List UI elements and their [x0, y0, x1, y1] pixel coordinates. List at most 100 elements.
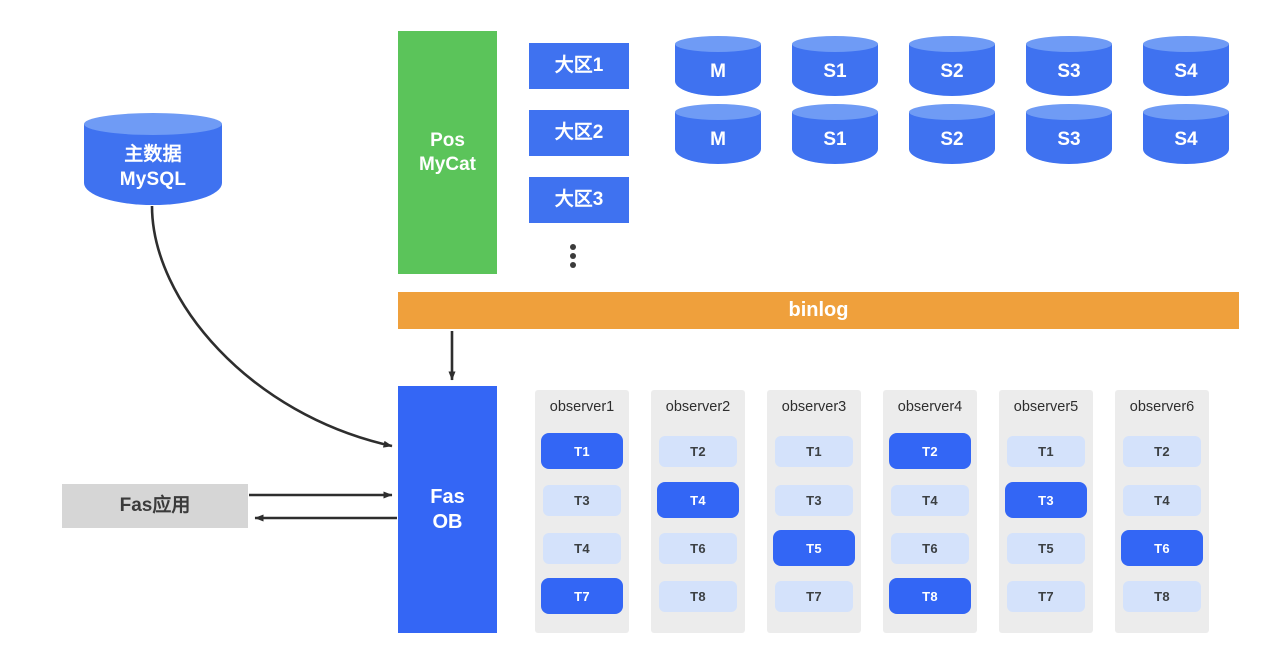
node-cylinder-r1-s4[interactable]: S4: [1143, 36, 1229, 96]
vertical-ellipsis-icon: [569, 244, 577, 268]
observer-title: observer6: [1129, 399, 1195, 415]
node-label: S2: [940, 61, 964, 82]
node-cylinder-r2-s2[interactable]: S2: [909, 104, 995, 164]
tile[interactable]: T8: [659, 580, 737, 612]
fas-application-box[interactable]: Fas应用: [62, 484, 248, 528]
region-label: 大区3: [554, 189, 604, 211]
tile-slot: T6: [651, 524, 745, 572]
tile-slot: T8: [883, 572, 977, 620]
node-cylinder-r1-m[interactable]: M: [675, 36, 761, 96]
fas-application-label: Fas应用: [119, 495, 191, 517]
region-box-2[interactable]: 大区2: [529, 110, 629, 156]
cylinder-top-ellipse: [1026, 36, 1112, 52]
tile-slot: T2: [883, 427, 977, 475]
tile-slot: T3: [999, 476, 1093, 524]
tile[interactable]: T4: [891, 484, 969, 516]
tile-slot: T1: [999, 427, 1093, 475]
cylinder-top-ellipse: [675, 104, 761, 120]
cylinder-body: [909, 44, 995, 96]
node-label: S3: [1057, 129, 1081, 150]
node-cylinder-r2-s1[interactable]: S1: [792, 104, 878, 164]
tile[interactable]: T7: [1007, 580, 1085, 612]
node-cylinder-r1-s1[interactable]: S1: [792, 36, 878, 96]
tile-slot: T8: [1115, 572, 1209, 620]
tile[interactable]: T3: [1005, 482, 1087, 518]
observer-column-3[interactable]: observer3 T1 T3 T5 T7: [767, 390, 861, 633]
tile[interactable]: T7: [775, 580, 853, 612]
master-database-label: 主数据 MySQL: [84, 135, 222, 201]
tile[interactable]: T8: [889, 578, 971, 614]
tile-slot: T5: [767, 524, 861, 572]
region-box-1[interactable]: 大区1: [529, 43, 629, 89]
tile[interactable]: T3: [775, 484, 853, 516]
cylinder-body: [1143, 112, 1229, 164]
observer-title: observer2: [665, 399, 731, 415]
tile[interactable]: T5: [1007, 532, 1085, 564]
cylinder-body: [792, 44, 878, 96]
cylinder-body: [1143, 44, 1229, 96]
region-label: 大区1: [554, 55, 604, 77]
observer-column-2[interactable]: observer2 T2 T4 T6 T8: [651, 390, 745, 633]
tile[interactable]: T1: [541, 433, 623, 469]
tile[interactable]: T2: [1123, 435, 1201, 467]
tile[interactable]: T2: [659, 435, 737, 467]
observer-title: observer4: [897, 399, 963, 415]
tile[interactable]: T7: [541, 578, 623, 614]
tile[interactable]: T4: [543, 532, 621, 564]
tile[interactable]: T5: [773, 530, 855, 566]
master-database-label-line1: 主数据: [124, 144, 182, 166]
observer-column-5[interactable]: observer5 T1 T3 T5 T7: [999, 390, 1093, 633]
tile-slot: T7: [535, 572, 629, 620]
tile-slot: T6: [883, 524, 977, 572]
cylinder-body: [675, 44, 761, 96]
cylinder-body: [675, 112, 761, 164]
tile[interactable]: T6: [1121, 530, 1203, 566]
node-cylinder-r1-s3[interactable]: S3: [1026, 36, 1112, 96]
fas-ob-block[interactable]: Fas OB: [398, 386, 497, 633]
cylinder-body: [909, 112, 995, 164]
cylinder-top-ellipse: [792, 104, 878, 120]
region-box-3[interactable]: 大区3: [529, 177, 629, 223]
cylinder-top-ellipse: [792, 36, 878, 52]
tile-slot: T3: [767, 476, 861, 524]
cylinder-top-ellipse: [909, 36, 995, 52]
pos-mycat-block[interactable]: Pos MyCat: [398, 31, 497, 274]
binlog-label: binlog: [788, 299, 849, 322]
cylinder-body: [84, 124, 222, 205]
tile[interactable]: T2: [889, 433, 971, 469]
tile[interactable]: T1: [1007, 435, 1085, 467]
tile[interactable]: T4: [657, 482, 739, 518]
node-label: S1: [823, 129, 847, 150]
tile-slot: T4: [1115, 476, 1209, 524]
tile-slot: T5: [999, 524, 1093, 572]
node-cylinder-r2-s3[interactable]: S3: [1026, 104, 1112, 164]
tile[interactable]: T4: [1123, 484, 1201, 516]
tile-slot: T3: [535, 476, 629, 524]
observer-title: observer3: [781, 399, 847, 415]
tile[interactable]: T3: [543, 484, 621, 516]
tile[interactable]: T6: [659, 532, 737, 564]
master-database-label-line2: MySQL: [119, 169, 187, 190]
tile-slot: T4: [651, 476, 745, 524]
mysql-to-fasob-arrow: [150, 205, 393, 448]
pos-mycat-line2: MyCat: [418, 153, 476, 175]
tile[interactable]: T8: [1123, 580, 1201, 612]
node-cylinder-r1-s2[interactable]: S2: [909, 36, 995, 96]
tile[interactable]: T1: [775, 435, 853, 467]
tile[interactable]: T6: [891, 532, 969, 564]
master-database-node[interactable]: 主数据 MySQL: [84, 113, 222, 205]
observer-column-1[interactable]: observer1 T1 T3 T4 T7: [535, 390, 629, 633]
cylinder-top-ellipse: [1026, 104, 1112, 120]
node-cylinder-r2-m[interactable]: M: [675, 104, 761, 164]
observer-column-4[interactable]: observer4 T2 T4 T6 T8: [883, 390, 977, 633]
cylinder-top-ellipse: [1143, 104, 1229, 120]
node-label: S1: [823, 61, 847, 82]
observer-column-6[interactable]: observer6 T2 T4 T6 T8: [1115, 390, 1209, 633]
tile-slot: T2: [651, 427, 745, 475]
tile-slot: T2: [1115, 427, 1209, 475]
tile-slot: T7: [767, 572, 861, 620]
node-label: S4: [1174, 61, 1198, 82]
node-label: S4: [1174, 129, 1198, 150]
node-cylinder-r2-s4[interactable]: S4: [1143, 104, 1229, 164]
binlog-bar[interactable]: binlog: [398, 292, 1239, 329]
